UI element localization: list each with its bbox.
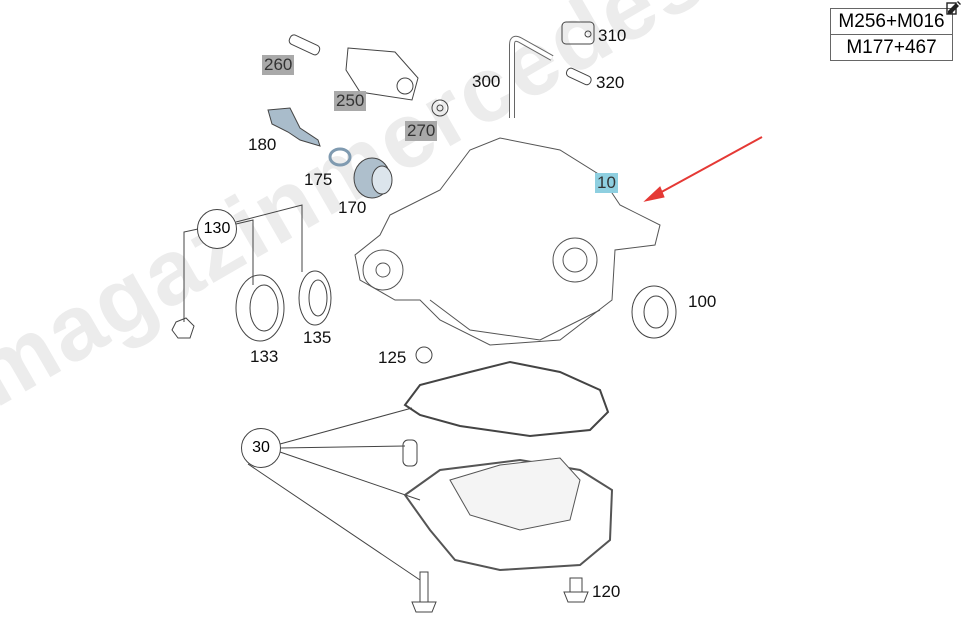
seal-133 (235, 274, 285, 342)
callout-120[interactable]: 120 (592, 582, 621, 601)
bolt-pan (411, 571, 437, 613)
clip-310 (561, 21, 595, 45)
callout-180[interactable]: 180 (248, 135, 277, 154)
nut-170 (353, 157, 393, 199)
callout-320[interactable]: 320 (596, 73, 625, 92)
seal-100 (631, 285, 677, 339)
edit-icon[interactable] (946, 0, 962, 16)
callout-260[interactable]: 260 (262, 55, 295, 75)
actuator-250 (345, 47, 419, 101)
callout-30[interactable]: 30 (241, 428, 281, 468)
callout-125[interactable]: 125 (378, 348, 407, 367)
pin-320 (565, 67, 592, 86)
callout-133[interactable]: 133 (250, 347, 279, 366)
dowel-pin (402, 439, 418, 467)
drain-plug-120 (563, 577, 589, 603)
callout-135[interactable]: 135 (303, 328, 332, 347)
callout-130[interactable]: 130 (197, 209, 237, 249)
model-code: M177+467 (831, 34, 952, 60)
callout-250[interactable]: 250 (334, 91, 367, 111)
plug-125 (415, 346, 433, 364)
callout-170[interactable]: 170 (338, 198, 367, 217)
leader-lines-30 (247, 407, 421, 581)
callout-270[interactable]: 270 (405, 121, 438, 141)
gasket (403, 360, 610, 438)
model-codes-box: M256+M016 M177+467 (830, 8, 953, 61)
pointer-arrow (643, 136, 763, 202)
callout-100[interactable]: 100 (688, 292, 717, 311)
callout-310[interactable]: 310 (598, 26, 627, 45)
callout-175[interactable]: 175 (304, 170, 333, 189)
callout-10[interactable]: 10 (595, 173, 618, 193)
nut-130 (171, 317, 195, 339)
leader-lines-130 (183, 204, 303, 322)
differential-housing-10 (354, 137, 661, 346)
callout-300[interactable]: 300 (472, 72, 501, 91)
bolt-260 (288, 34, 321, 56)
tube-300 (509, 35, 554, 118)
model-code: M256+M016 (838, 11, 945, 32)
seal-135 (298, 270, 332, 326)
oil-pan (403, 457, 614, 572)
oring-175 (328, 147, 352, 167)
washer-270 (431, 99, 449, 117)
sensor-180 (267, 107, 321, 147)
